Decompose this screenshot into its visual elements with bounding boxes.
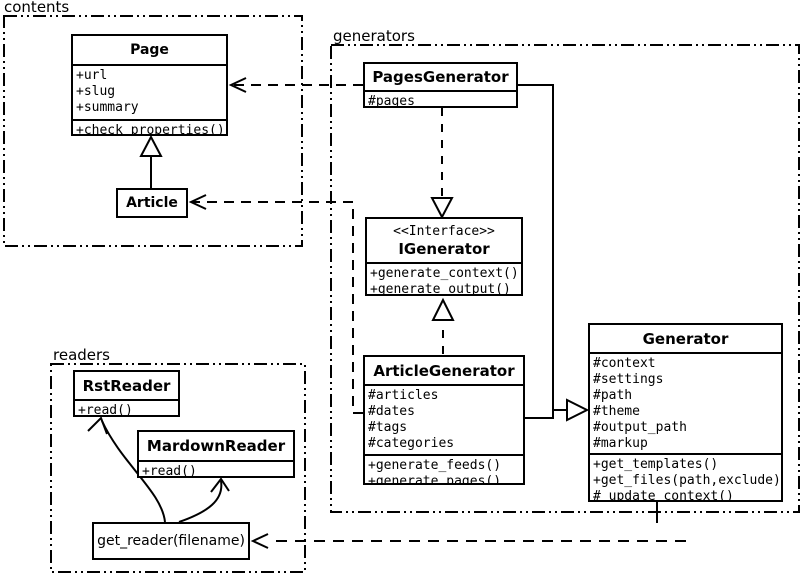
class-page-title: Page (73, 36, 226, 66)
inheritance-article-to-page-triangle (139, 134, 163, 157)
dependency-articlegenerator-to-article-line (193, 201, 363, 414)
attribute: +summary (76, 100, 139, 115)
attribute: #markup (593, 436, 648, 451)
class-articlegenerator-methods: +generate_feeds() +generate_pages() (365, 456, 523, 483)
class-mardownreader: MardownReader +read() (137, 430, 295, 478)
attribute: #theme (593, 404, 640, 419)
class-pagesgenerator-attributes: #pages (365, 92, 516, 106)
call-getreader-to-rstreader-arrowhead (87, 416, 108, 435)
dependency-articlegenerator-to-article-arrowhead (188, 194, 207, 210)
class-igenerator-title: <<Interface>> IGenerator (367, 219, 521, 264)
class-page-attributes: +url +slug +summary (73, 66, 226, 121)
dependency-generator-to-getreader-arrowhead (250, 533, 269, 549)
method: +generate_output() (370, 282, 511, 294)
class-generator-title: Generator (590, 325, 781, 354)
class-igenerator-stereotype: <<Interface>> (393, 223, 495, 239)
method: +read() (78, 403, 133, 415)
class-article: Article (116, 188, 188, 218)
method: +check_properties() (76, 123, 225, 134)
attribute: #dates (368, 404, 415, 419)
realization-articlegenerator-to-igenerator-triangle (431, 297, 455, 321)
contents-package-label: contents (4, 0, 70, 16)
class-articlegenerator-title: ArticleGenerator (365, 357, 523, 386)
class-mardownreader-methods: +read() (139, 462, 293, 476)
function-get-reader: get_reader(filename) (92, 522, 250, 560)
dependency-pagesgenerator-to-page-arrowhead (228, 77, 247, 93)
call-getreader-to-mardownreader-curve (178, 480, 223, 523)
call-getreader-to-mardownreader-arrowhead (210, 477, 230, 493)
readers-package-border (50, 363, 306, 573)
attribute: #context (593, 356, 656, 371)
class-rstreader-methods: +read() (75, 401, 178, 415)
class-pagesgenerator: PagesGenerator #pages (363, 62, 518, 108)
attribute: #categories (368, 436, 455, 451)
class-rstreader-title: RstReader (75, 372, 178, 401)
class-article-title: Article (126, 195, 178, 211)
method: +read() (142, 464, 197, 476)
realization-pagesgenerator-to-igenerator-triangle (430, 197, 454, 220)
generators-package-label: generators (333, 27, 415, 45)
attribute: #path (593, 388, 633, 403)
class-igenerator: <<Interface>> IGenerator +generate_conte… (365, 217, 523, 296)
class-igenerator-name: IGenerator (398, 239, 490, 258)
class-igenerator-methods: +generate_context() +generate_output() (367, 264, 521, 294)
attribute: #pages (368, 94, 415, 106)
method: +get_templates() (593, 457, 719, 472)
method: +generate_context() (370, 266, 519, 281)
attribute: #output_path (593, 420, 687, 435)
attribute: #articles (368, 388, 439, 403)
class-mardownreader-title: MardownReader (139, 432, 293, 462)
method: +generate_feeds() (368, 458, 502, 473)
class-generator-attributes: #context #settings #path #theme #output_… (590, 354, 781, 455)
class-rstreader: RstReader +read() (73, 370, 180, 417)
attribute: +slug (76, 84, 116, 99)
function-get-reader-label: get_reader(filename) (97, 533, 245, 549)
class-page: Page +url +slug +summary +check_properti… (71, 34, 228, 136)
method: +generate_pages() (368, 474, 502, 483)
inheritance-pagesgenerator-to-generator-line (518, 84, 566, 411)
method: +get_files(path,exclude) (593, 473, 781, 488)
class-articlegenerator-attributes: #articles #dates #tags #categories (365, 386, 523, 456)
inheritance-to-generator-triangle (566, 398, 590, 422)
method: #_update_context() (593, 489, 734, 500)
attribute: #settings (593, 372, 664, 387)
attribute: #tags (368, 420, 408, 435)
class-generator-methods: +get_templates() +get_files(path,exclude… (590, 455, 781, 500)
class-generator: Generator #context #settings #path #them… (588, 323, 783, 502)
class-pagesgenerator-title: PagesGenerator (365, 64, 516, 92)
inheritance-articlegenerator-to-generator-line (525, 410, 554, 419)
readers-package-label: readers (53, 346, 110, 364)
generators-package-border (330, 44, 800, 513)
class-articlegenerator: ArticleGenerator #articles #dates #tags … (363, 355, 525, 485)
contents-package-border (3, 15, 303, 247)
class-page-methods: +check_properties() (73, 121, 226, 134)
attribute: +url (76, 68, 108, 83)
